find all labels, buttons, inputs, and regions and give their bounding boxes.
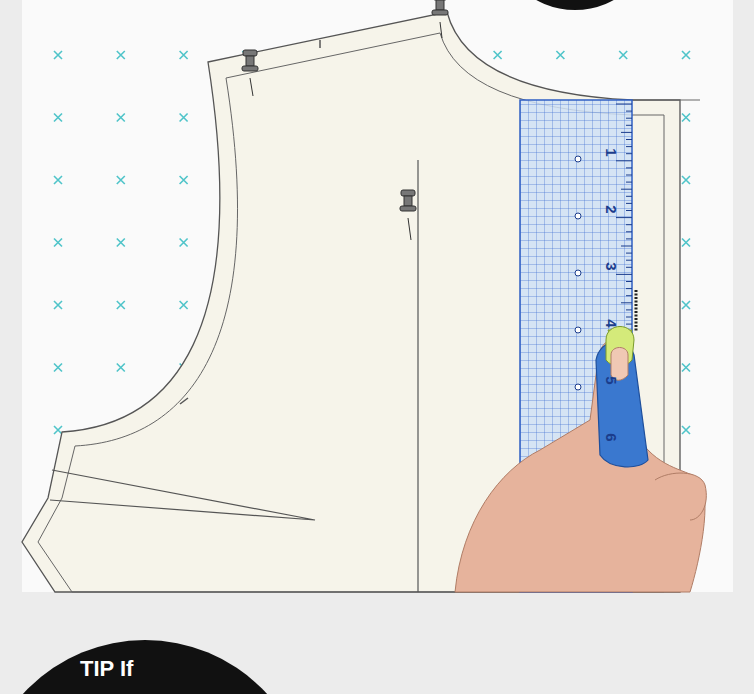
grid-mark [682, 239, 690, 247]
grid-mark [180, 301, 188, 309]
grid-mark [54, 239, 62, 247]
grid-mark [682, 176, 690, 184]
hand [455, 327, 706, 593]
grid-mark [54, 301, 62, 309]
pins [242, 0, 448, 240]
grid-mark [180, 114, 188, 122]
grid-mark [117, 51, 125, 59]
grid-mark [54, 176, 62, 184]
ruler-number: 2 [603, 205, 620, 213]
grid-mark [54, 51, 62, 59]
tip-badge: TIP If [0, 640, 310, 694]
grid-mark [180, 176, 188, 184]
cutting-mat [22, 0, 733, 592]
ruler-number: 5 [603, 376, 620, 384]
grid-mark [180, 239, 188, 247]
grid-mark [54, 426, 62, 434]
grid-mark [682, 364, 690, 372]
grid-mark [682, 114, 690, 122]
grid-mark [117, 239, 125, 247]
grid-mark [180, 51, 188, 59]
grid-mark [619, 51, 627, 59]
tip-heading: TIP If [80, 656, 310, 682]
grid-mark [682, 51, 690, 59]
grid-mark [117, 176, 125, 184]
grid-mark [682, 301, 690, 309]
traced-line [635, 290, 638, 332]
grid-mark [117, 364, 125, 372]
tip-circle [495, 0, 655, 10]
grid-mark [494, 51, 502, 59]
ruler-number: 6 [603, 433, 620, 441]
grid-mark [54, 114, 62, 122]
grid-mark [54, 364, 62, 372]
grid-mark [682, 426, 690, 434]
ruler-number: 3 [603, 262, 620, 270]
ruler-number: 4 [603, 319, 620, 327]
grid-mark [556, 51, 564, 59]
ruler-number: 1 [603, 148, 620, 156]
grid-mark [117, 301, 125, 309]
grid-mark [117, 114, 125, 122]
